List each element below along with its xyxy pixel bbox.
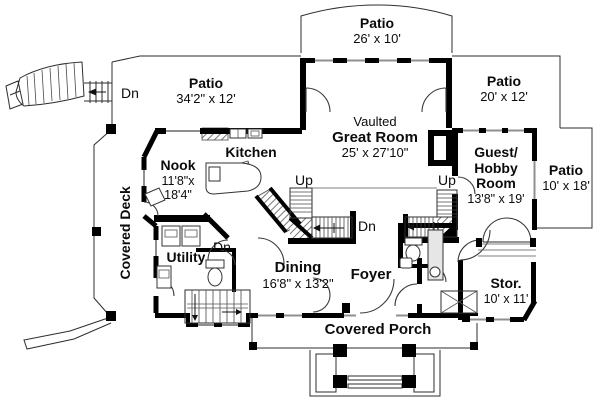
label-dn-center-stair: Dn	[358, 218, 376, 234]
patio-far-right-title: Patio	[548, 162, 584, 178]
label-nook: Nook 11'8"x 18'4"	[138, 157, 218, 202]
nook-title: Nook	[160, 157, 196, 173]
patio-far-right-dims: 10' x 18'	[542, 177, 590, 193]
patio-outlines	[111, 4, 593, 229]
label-patio-far-right: Patio 10' x 18'	[525, 162, 600, 193]
label-utility: Utility	[146, 249, 226, 266]
storage-dims: 10' x 11'	[483, 291, 529, 306]
storage-title: Stor.	[490, 275, 522, 291]
label-dining: Dining 16'8" x 13'2"	[238, 259, 358, 291]
interior-stairs	[184, 187, 458, 324]
windows	[143, 57, 538, 328]
dining-title: Dining	[274, 259, 322, 276]
great-room-title: Great Room	[332, 128, 418, 146]
covered-deck-title: Covered Deck	[117, 186, 134, 280]
guest-room-title2: Hobby	[474, 159, 518, 176]
exterior-stairs	[5, 61, 112, 110]
patio-top-left-title: Patio	[188, 75, 224, 91]
label-covered-porch: Covered Porch	[298, 321, 458, 339]
patio-top-center-title: Patio	[359, 15, 395, 31]
label-great-room: Vaulted Great Room 25' x 27'10"	[305, 114, 445, 161]
label-storage: Stor. 10' x 11'	[465, 275, 547, 306]
patio-right-dims: 20' x 12'	[480, 88, 528, 104]
foyer-title: Foyer	[350, 266, 392, 283]
guest-room-dims: 13'8" x 19'	[467, 192, 525, 207]
label-up-left-stair: Up	[295, 172, 313, 188]
label-patio-top-center: Patio 26' x 10'	[317, 15, 437, 46]
great-room-dims: 25' x 27'10"	[341, 145, 409, 161]
label-dn-exterior-stair: Dn	[121, 85, 139, 101]
label-guest-room: Guest/ Hobby Room 13'8" x 19'	[448, 144, 544, 207]
patio-top-left-dims: 34'2" x 12'	[176, 90, 236, 106]
utility-title: Utility	[166, 249, 206, 265]
nook-dims2: 18'4"	[164, 187, 192, 202]
covered-porch-title: Covered Porch	[324, 321, 432, 338]
patio-right-title: Patio	[486, 73, 522, 89]
nook-dims1: 11'8"x	[161, 173, 195, 188]
posts	[92, 124, 478, 388]
guest-room-title1: Guest/	[474, 144, 518, 160]
great-room-subtitle: Vaulted	[353, 114, 397, 129]
fixtures	[144, 128, 536, 314]
patio-top-center-dims: 26' x 10'	[353, 30, 401, 46]
deck-outline	[23, 128, 113, 350]
label-covered-deck: Covered Deck	[117, 163, 134, 303]
dining-dims: 16'8" x 13'2"	[262, 275, 334, 291]
label-up-right-stair: Up	[438, 172, 456, 188]
label-foyer: Foyer	[331, 266, 411, 284]
label-patio-top-left: Patio 34'2" x 12'	[146, 75, 266, 106]
kitchen-title: Kitchen	[225, 144, 277, 160]
guest-room-title3: Room	[476, 175, 516, 192]
label-dn-basement-stair: Dn	[213, 239, 231, 255]
label-patio-right: Patio 20' x 12'	[444, 73, 564, 104]
label-kitchen: Kitchen	[201, 144, 301, 161]
